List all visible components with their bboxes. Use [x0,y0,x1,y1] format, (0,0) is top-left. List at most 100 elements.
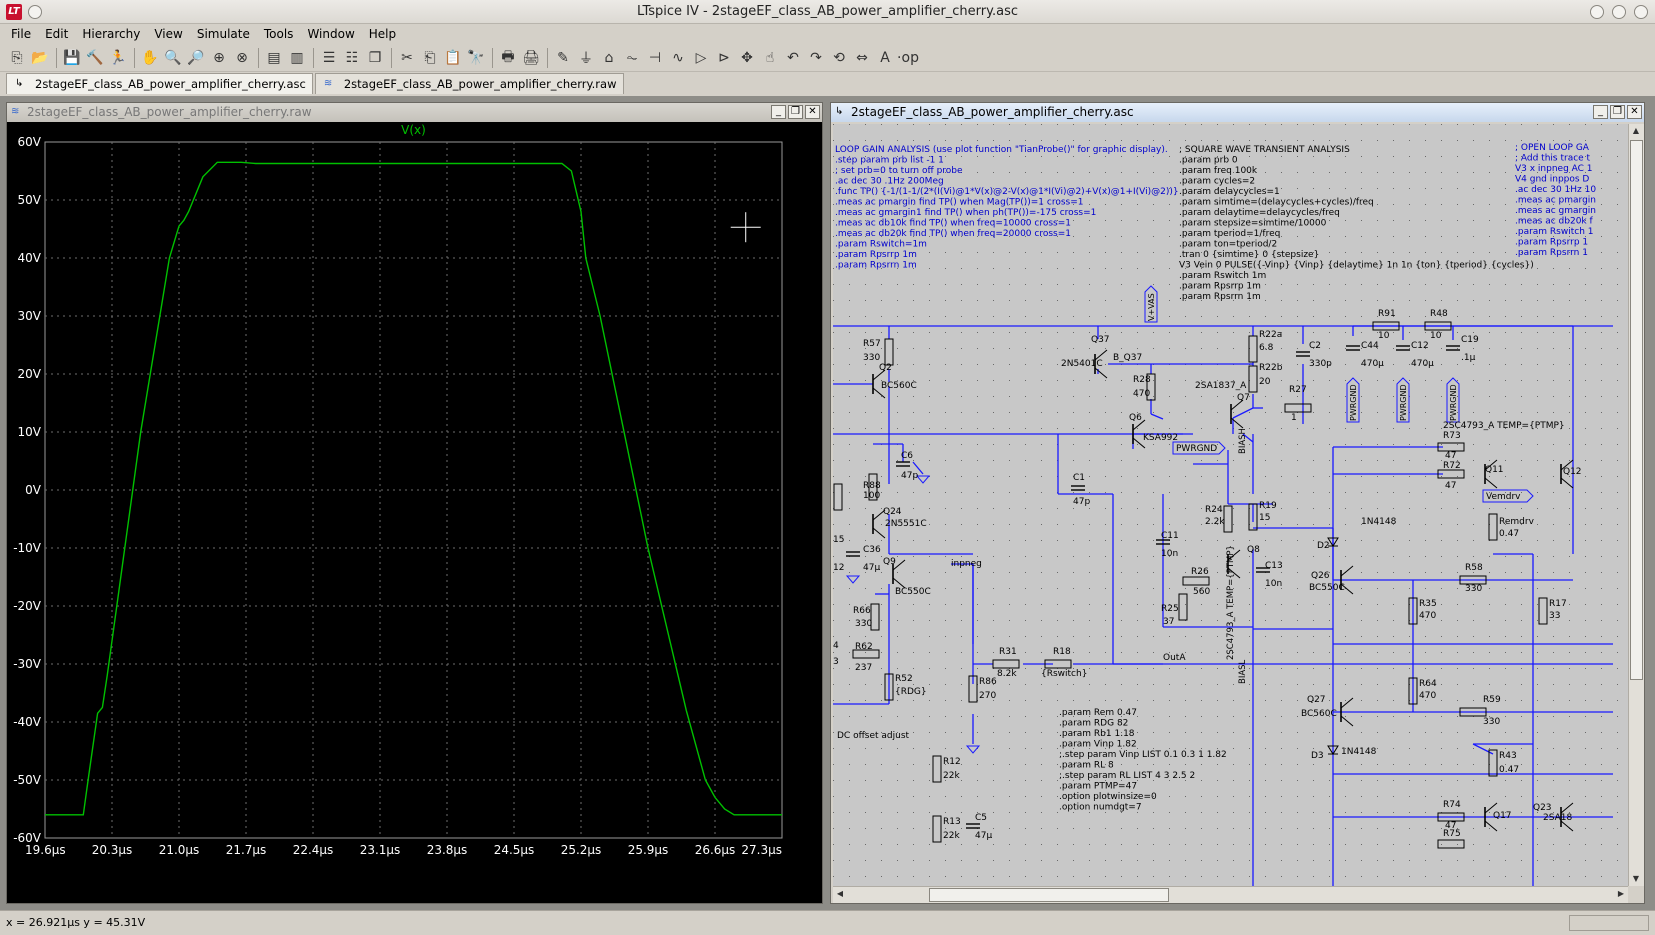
net-flag-vemdrv[interactable]: Vemdrv [1482,489,1534,503]
close-icon[interactable]: ✕ [805,105,820,119]
resistor-r75[interactable] [1437,839,1465,849]
tile-vertical-icon[interactable]: ☷ [345,49,359,66]
trace-line-vx[interactable] [45,161,782,816]
inductor-icon[interactable]: ∿ [672,49,684,66]
transistor-q9[interactable] [892,559,906,589]
cut-icon[interactable]: ✂ [401,49,413,66]
print-icon[interactable]: 🖨 [522,49,540,66]
scroll-left-icon[interactable]: ◀ [836,889,844,898]
mirror-icon[interactable]: ⇔ [856,49,868,66]
spice-directive-icon[interactable]: ·op [897,49,919,66]
menu-file[interactable]: File [11,27,32,41]
maximize-icon[interactable] [1612,5,1626,19]
resistor-r88-left[interactable] [833,483,843,511]
diode-d2[interactable] [1327,537,1339,547]
resistor-r27[interactable] [1284,403,1312,413]
capacitor-c12[interactable] [1396,345,1410,351]
rotate-icon[interactable]: ⟲ [833,49,845,66]
waveform-plot[interactable]: 60V50V40V30V20V10V0V-10V-20V-30V-40V-50V… [7,122,822,903]
trace-legend-label[interactable]: V(x) [401,123,426,137]
new-schematic-icon[interactable]: ⎘ [11,49,23,66]
resistor-r86[interactable] [968,675,978,703]
capacitor-c5[interactable] [966,823,980,829]
component-icon[interactable]: ⊳ [718,49,730,66]
transistor-q6[interactable] [1132,419,1146,449]
full-view-icon[interactable]: ▥ [290,49,304,66]
scroll-down-icon[interactable]: ▼ [1632,874,1640,883]
waveform-window-titlebar[interactable]: ≋ 2stageEF_class_AB_power_amplifier_cher… [7,103,822,122]
waveform-window[interactable]: ≋ 2stageEF_class_AB_power_amplifier_cher… [6,102,823,904]
net-flag-pwrgnd[interactable]: PWRGND [1346,377,1360,423]
transistor-q23[interactable] [1560,802,1574,832]
resistor-r18[interactable] [1044,659,1072,669]
resistor-r35[interactable] [1408,597,1418,625]
menu-edit[interactable]: Edit [45,27,69,41]
resistor-remdrv[interactable] [1488,513,1498,541]
autorange-icon[interactable]: ▤ [267,49,281,66]
resistor-r17[interactable] [1538,597,1548,625]
ground-icon[interactable] [915,475,931,484]
capacitor-c13[interactable] [1256,567,1270,573]
tile-horizontal-icon[interactable]: ☰ [322,49,336,66]
transistor-q12[interactable] [1560,459,1574,489]
resistor-r22b[interactable] [1248,365,1258,393]
schematic-vertical-scrollbar[interactable]: ▲ ▼ [1628,124,1644,886]
resistor-r22a[interactable] [1248,335,1258,363]
menu-help[interactable]: Help [368,27,397,41]
restore-icon[interactable]: ❐ [788,105,803,119]
capacitor-c6[interactable] [896,461,910,467]
resistor-r91[interactable] [1372,321,1400,331]
resistor-r62[interactable] [852,649,880,659]
transistor-q26[interactable] [1340,565,1354,595]
ground-icon[interactable] [965,745,981,754]
capacitor-c44[interactable] [1346,345,1360,351]
transistor-q11[interactable] [1484,459,1498,489]
resistor-r72[interactable] [1437,469,1465,479]
resistor-r58[interactable] [1459,575,1487,585]
resistor-r13[interactable] [932,815,942,843]
resistor-r12[interactable] [932,755,942,783]
menu-tools[interactable]: Tools [263,27,294,41]
menu-hierarchy[interactable]: Hierarchy [82,27,141,41]
resistor-icon[interactable]: ⏦ [626,49,638,66]
diode-icon[interactable]: ▷ [695,49,707,66]
resistor-r28[interactable] [1146,373,1156,401]
net-flag-pwrgnd[interactable]: PWRGND [1446,377,1460,423]
copy-icon[interactable]: ⎗ [424,49,436,66]
redo-icon[interactable]: ↷ [810,49,822,66]
transistor-q24[interactable] [872,509,886,539]
horizontal-scroll-thumb[interactable] [929,888,1169,902]
minimize-icon[interactable]: _ [1593,105,1608,119]
drag-icon[interactable]: ☝ [765,49,775,66]
capacitor-c1[interactable] [1071,485,1085,491]
vertical-scroll-thumb[interactable] [1630,140,1643,680]
window-menu-button[interactable] [28,5,42,19]
minimize-icon[interactable] [1590,5,1604,19]
cascade-icon[interactable]: ❐ [368,49,382,66]
net-flag-pwrgnd[interactable]: PWRGND [1172,441,1226,455]
tab-waveform[interactable]: ≋ 2stageEF_class_AB_power_amplifier_cher… [314,73,624,94]
resistor-r57[interactable] [884,338,894,366]
net-flag-vvas[interactable]: V+VAS [1144,285,1158,323]
wire-icon[interactable]: ✎ [557,49,569,66]
minimize-icon[interactable]: _ [771,105,786,119]
resistor-r26[interactable] [1182,576,1210,586]
save-icon[interactable]: 💾 [63,49,81,66]
resistor-r52[interactable] [884,673,894,701]
tab-schematic[interactable]: ↳ 2stageEF_class_AB_power_amplifier_cher… [6,73,313,94]
ground-icon[interactable]: ⏚ [579,50,593,67]
restore-icon[interactable]: ❐ [1610,105,1625,119]
ground-icon[interactable] [845,575,861,584]
transistor-q2[interactable] [872,369,886,399]
print-setup-icon[interactable]: 🖶 [501,48,515,65]
diode-d3[interactable] [1327,745,1339,755]
undo-icon[interactable]: ↶ [787,49,799,66]
zoom-cancel-icon[interactable]: ⊗ [236,49,248,66]
resistor-r24[interactable] [1223,505,1233,533]
schematic-horizontal-scrollbar[interactable]: ◀ ▶ [833,886,1628,903]
resistor-r25[interactable] [1178,593,1188,621]
halt-icon[interactable]: ✋ [141,49,159,66]
menu-simulate[interactable]: Simulate [196,27,250,41]
resistor-r64[interactable] [1408,677,1418,705]
